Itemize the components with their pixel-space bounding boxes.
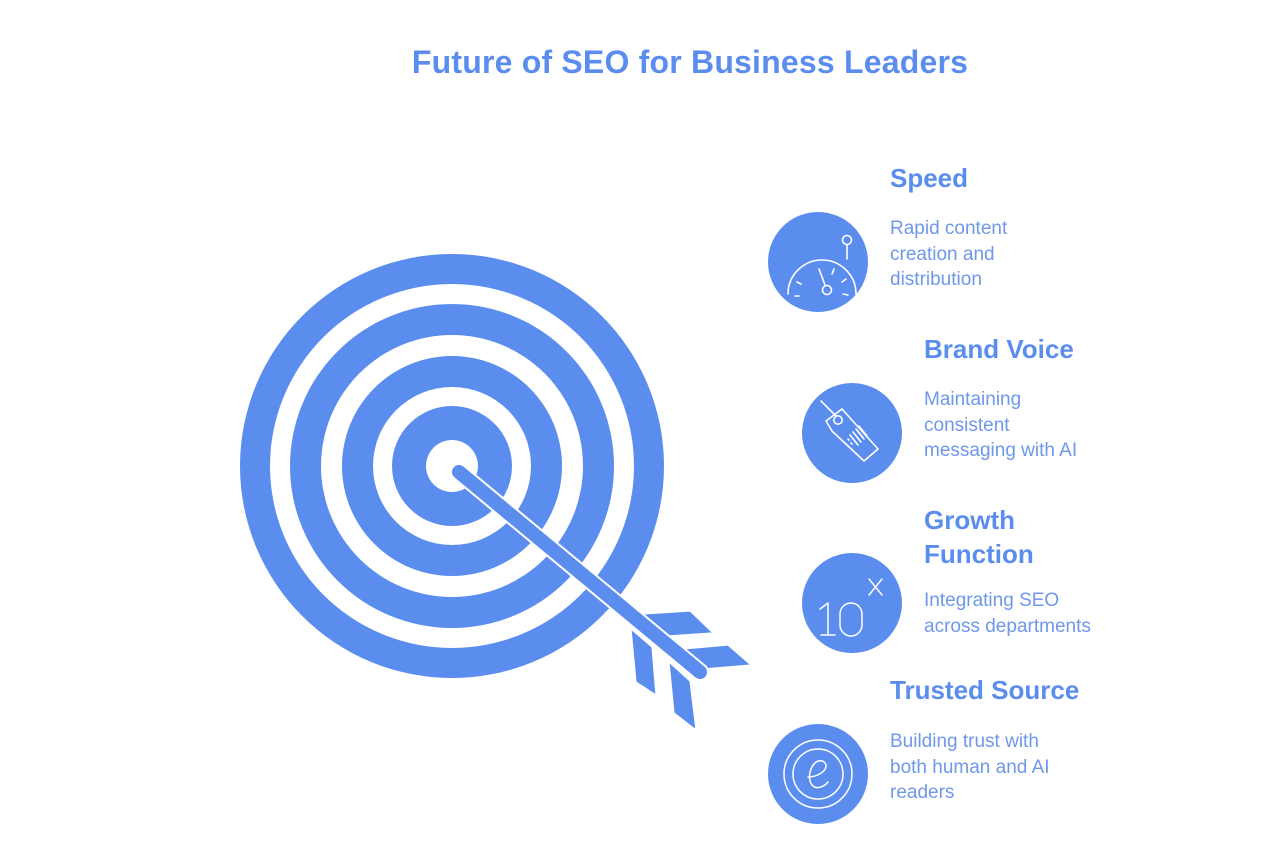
description-line: Integrating SEO (924, 590, 1060, 611)
title-line: Growth (924, 505, 1015, 535)
item-brand-voice-description: Maintaining consistent messaging with AI (924, 387, 1077, 464)
description-line: messaging with AI (924, 440, 1078, 461)
arrow-icon (450, 463, 753, 732)
e-seal-icon (783, 739, 853, 809)
item-speed-description: Rapid content creation and distribution (890, 216, 1007, 293)
speed-icon-circle (768, 212, 868, 312)
item-trusted-source-title: Trusted Source (890, 675, 1080, 705)
description-line: Maintaining (924, 389, 1022, 410)
item-growth-function-description: Integrating SEO across departments (924, 588, 1091, 639)
item-growth-function-title: Growth Function (924, 503, 1034, 571)
description-line: creation and (890, 243, 995, 265)
speedometer-icon (787, 234, 857, 297)
brand-voice-icon-circle (802, 383, 902, 483)
description-line: distribution (890, 269, 982, 290)
description-line: across departments (924, 615, 1091, 637)
item-trusted-source-description: Building trust with both human and AI re… (890, 729, 1050, 806)
title-line: Function (924, 539, 1034, 569)
description-line: consistent (924, 414, 1010, 436)
description-line: Building trust with (890, 731, 1039, 752)
page-title: Future of SEO for Business Leaders (411, 44, 969, 80)
growth-function-icon-circle (802, 553, 902, 653)
description-line: Rapid content (890, 218, 1008, 239)
item-speed-title: Speed (890, 163, 969, 193)
bullseye-target-icon (240, 254, 664, 678)
trusted-source-icon-circle (768, 724, 868, 824)
description-line: readers (890, 782, 955, 803)
description-line: both human and AI (890, 756, 1050, 778)
price-tag-icon (820, 400, 879, 462)
item-brand-voice-title: Brand Voice (924, 334, 1074, 364)
ten-x-icon (819, 578, 883, 637)
